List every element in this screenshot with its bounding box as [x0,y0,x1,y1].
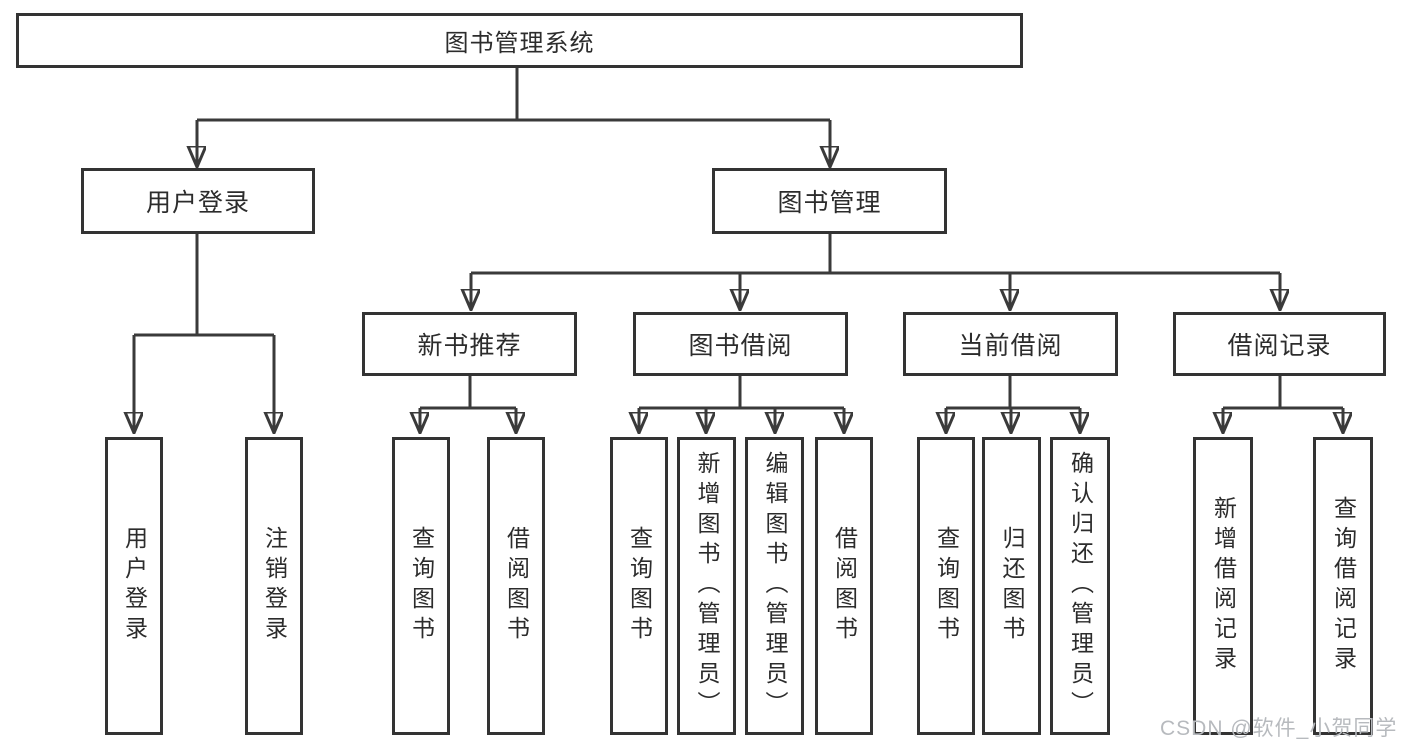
leaf-label: 查询图书 [408,526,435,646]
node-borrowing-records: 借阅记录 [1173,312,1386,376]
node-book-borrowing: 图书借阅 [633,312,848,376]
leaf-label: 新增图书（管理员） [694,451,720,721]
node-user-login: 用户登录 [81,168,315,234]
leaf-confirm-return-admin: 确认归还（管理员） [1050,437,1110,735]
node-library-management-system: 图书管理系统 [16,13,1023,68]
leaf-label: 查询图书 [626,526,653,646]
connector-trunks [134,68,1343,410]
node-current-borrowing: 当前借阅 [903,312,1118,376]
leaf-query-books-current: 查询图书 [917,437,975,735]
leaf-user-login: 用户登录 [105,437,163,735]
csdn-watermark: CSDN @软件_小贺同学 [1160,717,1398,740]
leaf-label: 确认归还（管理员） [1067,451,1094,721]
leaf-query-borrow-record: 查询借阅记录 [1313,437,1373,735]
leaf-return-books: 归还图书 [982,437,1041,735]
leaf-edit-books-admin: 编辑图书（管理员） [745,437,804,735]
leaf-label: 查询借阅记录 [1330,496,1357,676]
node-new-book-recommendation: 新书推荐 [362,312,577,376]
leaf-label: 编辑图书（管理员） [762,451,788,721]
leaf-label: 借阅图书 [503,526,530,646]
leaf-query-books-borrow: 查询图书 [610,437,668,735]
leaf-label: 归还图书 [999,526,1025,646]
leaf-add-borrow-record: 新增借阅记录 [1193,437,1253,735]
leaf-label: 新增借阅记录 [1210,496,1237,676]
leaf-query-books-recommend: 查询图书 [392,437,450,735]
node-book-management: 图书管理 [712,168,947,234]
leaf-logout-login: 注销登录 [245,437,303,735]
leaf-label: 用户登录 [121,526,148,646]
leaf-label: 注销登录 [261,526,288,646]
leaf-borrow-books-recommend: 借阅图书 [487,437,545,735]
leaf-borrow-books: 借阅图书 [815,437,873,735]
leaf-label: 查询图书 [933,526,960,646]
leaf-label: 借阅图书 [831,526,858,646]
leaf-add-books-admin: 新增图书（管理员） [677,437,736,735]
